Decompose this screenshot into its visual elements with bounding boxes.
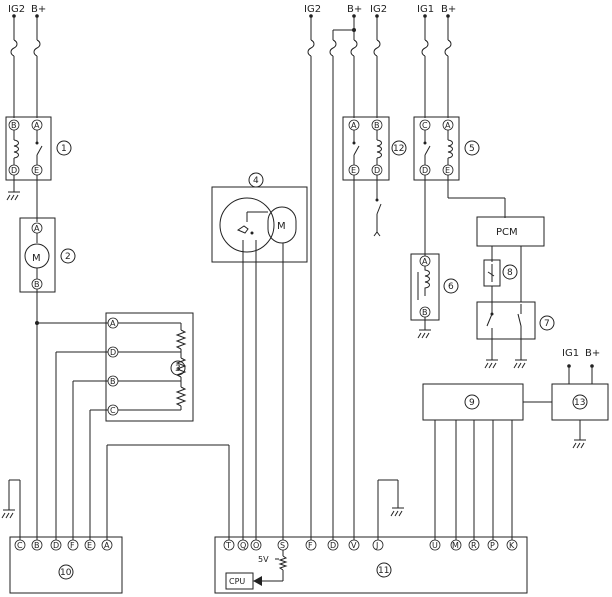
supply-bplus-mid: B+	[347, 4, 362, 15]
u10-pin-f: F	[70, 541, 75, 550]
relay12-pin-d: D	[374, 166, 380, 175]
label-7: 7	[544, 319, 550, 329]
relay-1: B A D E 1	[5, 14, 72, 201]
j-line-ground	[377, 479, 404, 540]
resistor-network-3: A D B C 3	[35, 289, 194, 540]
motor-assembly-4: M 4	[211, 172, 308, 540]
u11-pin-u: U	[432, 541, 438, 550]
pcm-block: PCM	[476, 216, 545, 302]
relay12-pin-b: B	[374, 121, 380, 130]
u11-pin-m: M	[452, 541, 459, 550]
label-12: 12	[393, 144, 404, 154]
label-4: 4	[253, 176, 259, 186]
cpu-label: CPU	[229, 577, 245, 586]
coil6-pin-a: A	[422, 257, 428, 266]
switch-8: 8	[483, 259, 518, 304]
solenoid-6: A B 6	[410, 253, 459, 339]
label-1: 1	[61, 144, 67, 154]
label-3: 3	[175, 364, 181, 374]
relay1-pin-d: D	[11, 166, 17, 175]
u11-pin-o: O	[253, 541, 259, 550]
supply-ig2-relay1: IG2	[8, 4, 25, 15]
module-13: IG1 B+ 13	[551, 348, 609, 449]
supply-bplus-relay1: B+	[31, 4, 46, 15]
label-6: 6	[448, 282, 454, 292]
control-unit-11: T Q O S F D V J U M R P K 5V CPU 11	[214, 536, 528, 594]
label-10: 10	[60, 568, 72, 578]
relay12-pin-e: E	[351, 166, 356, 175]
res3-pin-c: C	[110, 406, 116, 415]
supply-ig2-mid: IG2	[304, 4, 321, 15]
coil6-pin-b: B	[422, 308, 428, 317]
switch-block-7: 7	[476, 301, 555, 369]
u10-pin-b: B	[34, 541, 40, 550]
module-9: 9	[422, 383, 552, 540]
label-2: 2	[65, 252, 71, 262]
module13-bplus: B+	[585, 348, 600, 359]
relay-5: C A D E 5	[413, 14, 506, 256]
pcm-label: PCM	[496, 227, 518, 238]
voltage-5v-label: 5V	[258, 555, 269, 564]
motor4-m-label: M	[277, 221, 286, 232]
relay-12: A B E D 12	[342, 116, 407, 540]
relay5-pin-d: D	[422, 166, 428, 175]
relay5-pin-e: E	[445, 166, 450, 175]
u10-pin-c: C	[17, 541, 23, 550]
motor-2: A M B 2	[19, 175, 76, 293]
relay1-pin-b: B	[11, 121, 17, 130]
label-5: 5	[469, 144, 475, 154]
u10-pin-d: D	[53, 541, 59, 550]
u11-pin-f: F	[308, 541, 313, 550]
label-9: 9	[469, 398, 475, 408]
u11-pin-j: J	[375, 541, 378, 550]
res3-pin-b: B	[110, 377, 116, 386]
label-8: 8	[507, 268, 513, 278]
u11-pin-v: V	[351, 541, 357, 550]
label-11: 11	[378, 566, 389, 576]
control-unit-10: C B D F E A 10	[1, 444, 230, 594]
u11-pin-p: P	[490, 541, 495, 550]
u10-pin-e: E	[87, 541, 92, 550]
supply-ig1-relay5: IG1	[417, 4, 434, 15]
relay1-pin-a: A	[34, 121, 40, 130]
relay12-pin-a: A	[351, 121, 357, 130]
u10-pin-a: A	[104, 541, 110, 550]
motor2-pin-a: A	[34, 224, 40, 233]
relay5-pin-c: C	[422, 121, 428, 130]
label-13: 13	[574, 398, 585, 408]
u11-pin-s: S	[280, 541, 285, 550]
relay1-pin-e: E	[34, 166, 39, 175]
motor2-pin-b: B	[34, 280, 40, 289]
supply-ig2-relay12: IG2	[370, 4, 387, 15]
mid-supply-lines	[307, 14, 381, 540]
u11-pin-d: D	[330, 541, 336, 550]
relay5-pin-a: A	[445, 121, 451, 130]
module13-ig1: IG1	[562, 348, 579, 359]
res3-pin-d: D	[110, 348, 116, 357]
u11-pin-t: T	[225, 541, 231, 550]
supply-bplus-relay5: B+	[441, 4, 456, 15]
u11-pin-q: Q	[240, 541, 246, 550]
motor2-m-label: M	[32, 253, 41, 264]
u11-pin-k: K	[509, 541, 515, 550]
res3-pin-a: A	[110, 319, 116, 328]
u11-pin-r: R	[471, 541, 477, 550]
